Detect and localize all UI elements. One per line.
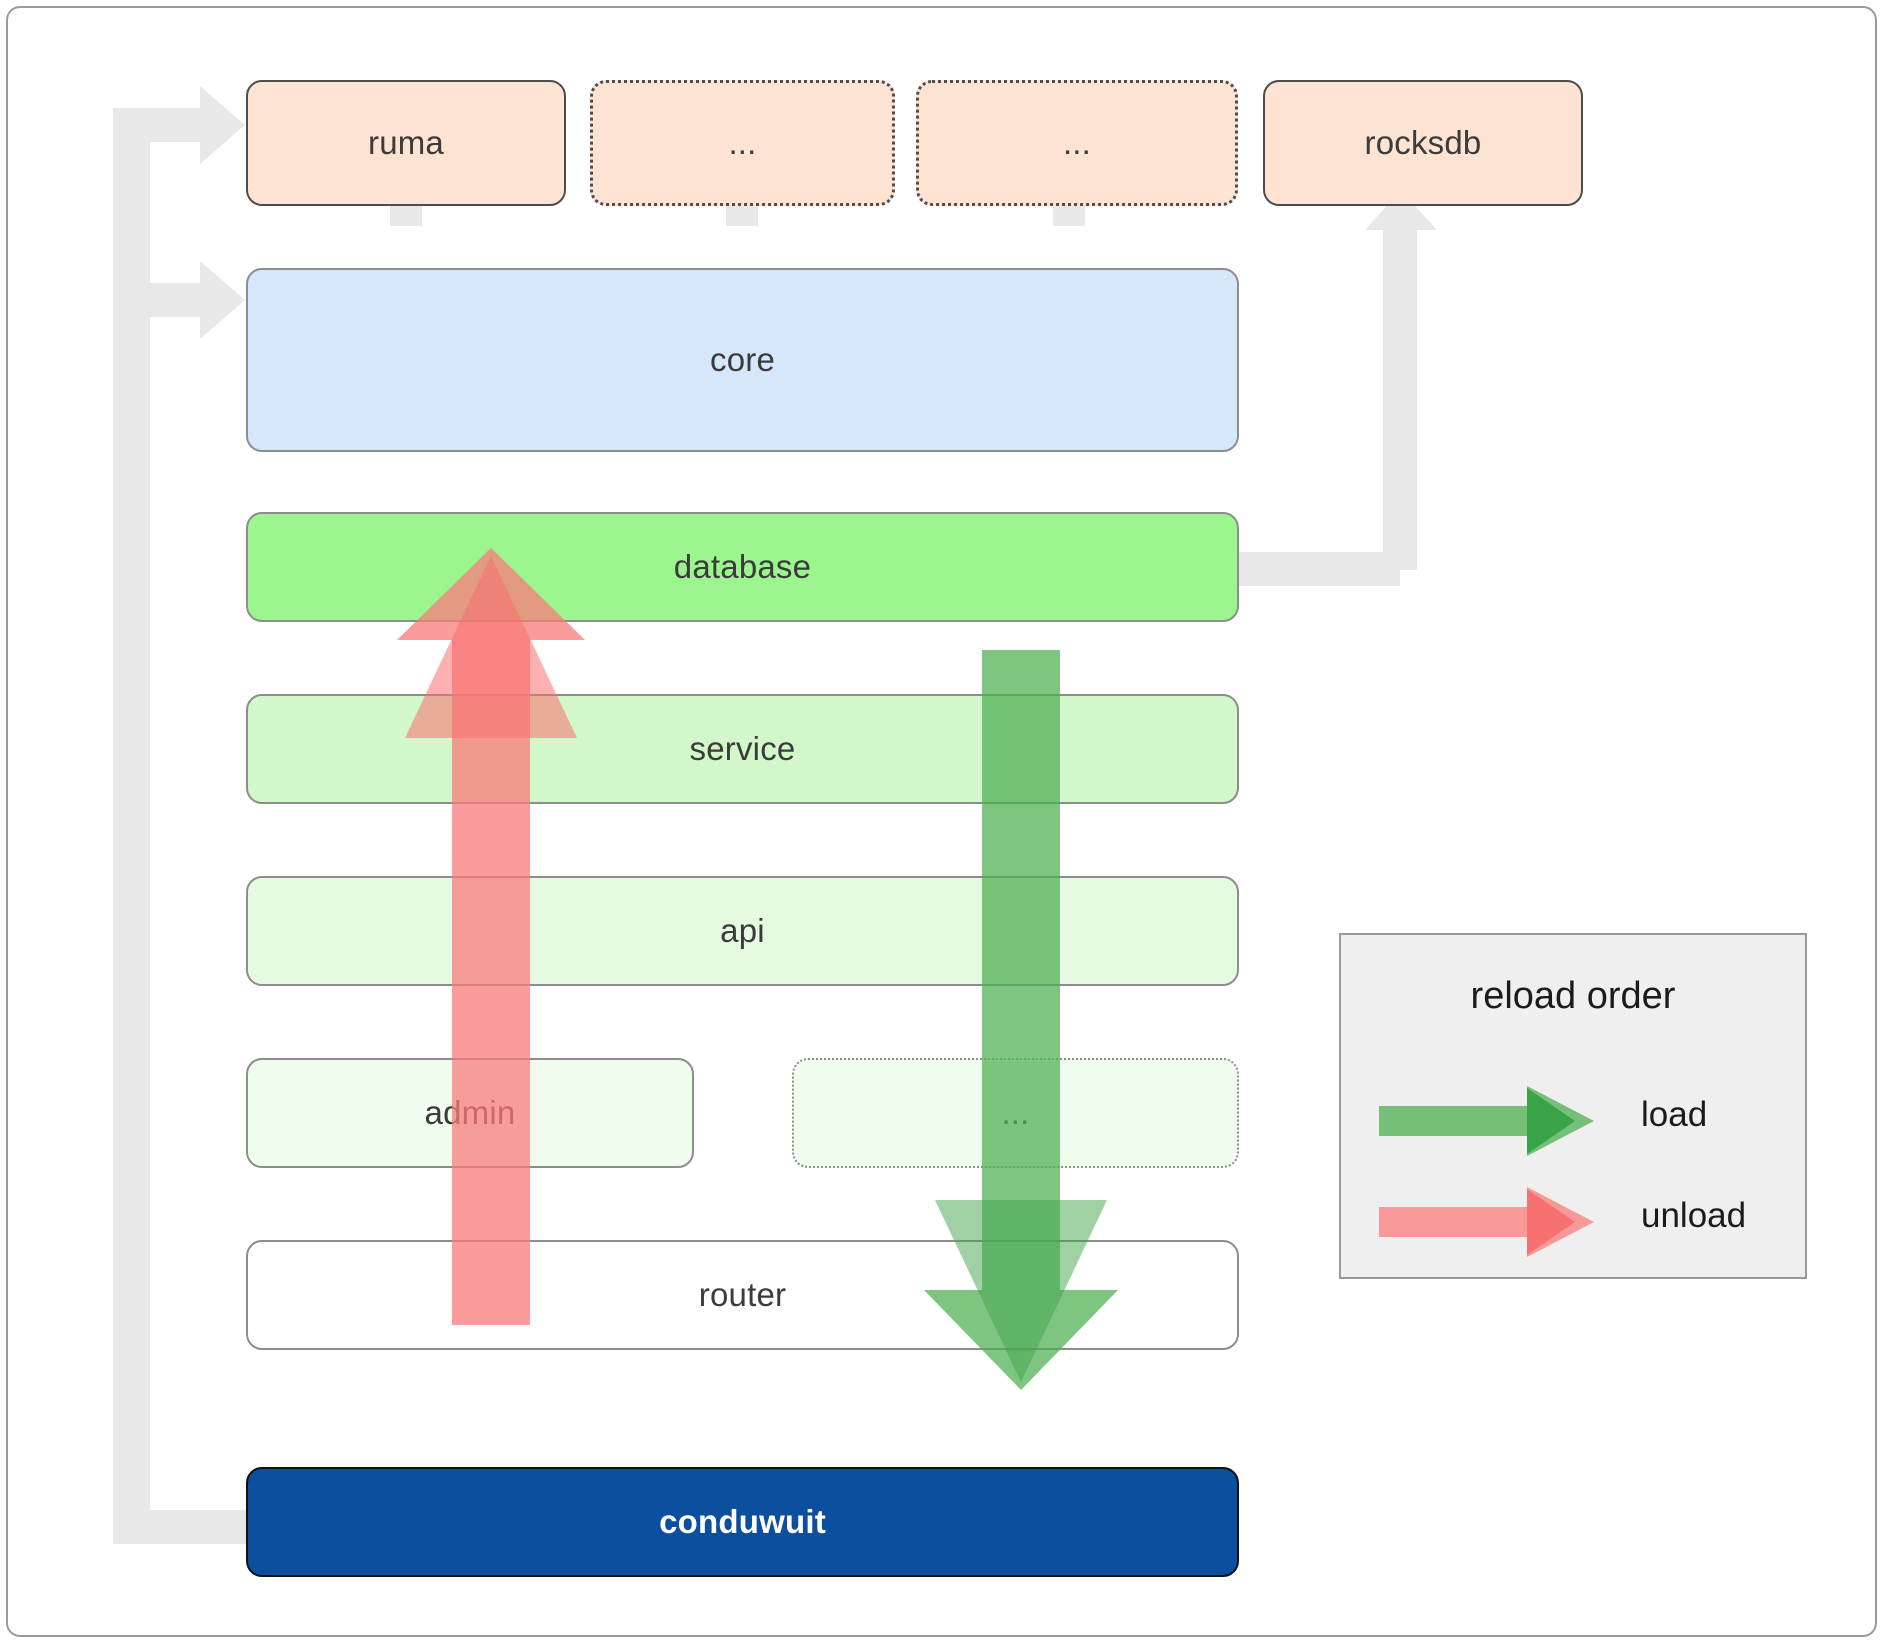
dependency-box-ruma[interactable]: ruma: [246, 80, 566, 206]
diagram-frame: [6, 6, 1877, 1637]
dependency-label: rocksdb: [1364, 124, 1482, 161]
crate-label: admin: [424, 1094, 516, 1131]
legend-arrow-unload-icon: [1379, 1187, 1594, 1257]
dependency-label: ...: [728, 124, 757, 161]
crate-box-router[interactable]: router: [246, 1240, 1239, 1350]
dependency-box-rocksdb[interactable]: rocksdb: [1263, 80, 1583, 206]
crate-label: service: [689, 730, 796, 767]
legend-label-load: load: [1641, 1095, 1708, 1134]
legend-panel: reload order load unload: [1339, 933, 1807, 1279]
legend-arrow-load-icon: [1379, 1086, 1594, 1156]
crate-box-api[interactable]: api: [246, 876, 1239, 986]
crate-label: database: [673, 548, 812, 585]
crate-box-database[interactable]: database: [246, 512, 1239, 622]
crate-label: router: [698, 1276, 787, 1313]
crate-label: conduwuit: [659, 1503, 826, 1540]
dependency-box-dots2[interactable]: ...: [916, 80, 1238, 206]
crate-label: core: [710, 341, 775, 378]
dependency-box-dots1[interactable]: ...: [590, 80, 895, 206]
crate-box-dots3[interactable]: ...: [792, 1058, 1239, 1168]
crate-box-admin[interactable]: admin: [246, 1058, 694, 1168]
crate-box-service[interactable]: service: [246, 694, 1239, 804]
crate-box-core[interactable]: core: [246, 268, 1239, 452]
dependency-label: ruma: [368, 124, 444, 161]
dependency-label: ...: [1062, 124, 1092, 161]
legend-label-unload: unload: [1641, 1196, 1747, 1235]
crate-label: api: [720, 912, 765, 949]
crate-box-conduwuit[interactable]: conduwuit: [246, 1467, 1239, 1577]
legend-title: reload order: [1470, 975, 1676, 1017]
crate-label: ...: [1001, 1094, 1030, 1131]
